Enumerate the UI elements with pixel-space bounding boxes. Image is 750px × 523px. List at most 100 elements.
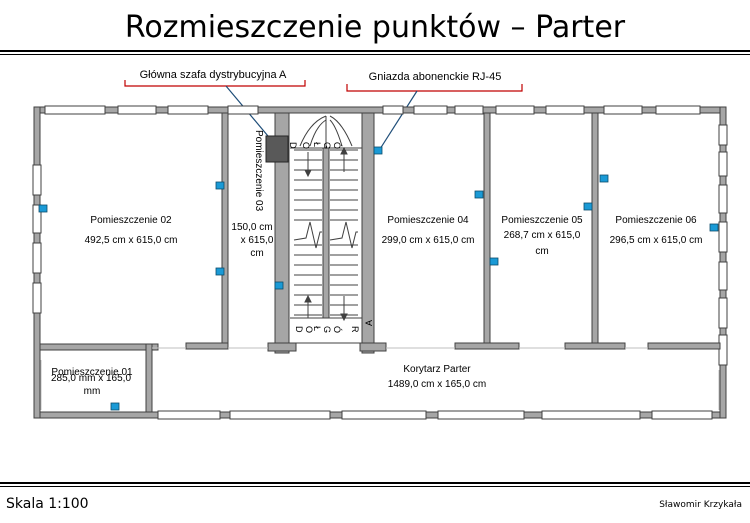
callout-rj45-pointer xyxy=(379,90,418,150)
stair-break-lines xyxy=(293,221,358,249)
room03-name: Pomieszczenie 03 xyxy=(253,130,264,212)
stair-letter: D xyxy=(294,326,304,333)
doors xyxy=(40,347,720,410)
wall-stair-west-foot xyxy=(267,342,297,352)
window xyxy=(117,105,157,115)
stair-letter: O xyxy=(301,142,311,149)
window xyxy=(413,105,448,115)
room03-dims-line3: cm xyxy=(250,248,263,259)
rj45-outlet xyxy=(38,204,48,213)
window xyxy=(341,410,427,420)
windows-sides xyxy=(32,124,728,366)
window xyxy=(44,105,106,115)
wall-room06-foot xyxy=(647,342,721,350)
window xyxy=(718,124,728,146)
wall-room05-east xyxy=(591,112,599,348)
callout-cabinet-label: Główna szafa dystrybucyjna A xyxy=(140,69,287,81)
windows-bottom xyxy=(157,410,713,420)
stair-letter: Ó xyxy=(332,326,342,333)
window xyxy=(32,204,42,234)
wall-room02-east xyxy=(221,112,229,348)
scale-label: Skala 1:100 xyxy=(6,496,89,512)
window xyxy=(651,410,713,420)
room06-name: Pomieszczenie 06 xyxy=(615,215,697,226)
wall-room04-foot xyxy=(454,342,520,350)
room05-dims-line2: cm xyxy=(535,246,548,257)
wall-stair-east xyxy=(361,112,375,354)
room05-dims-line1: 268,7 cm x 615,0 xyxy=(504,230,581,241)
window xyxy=(718,184,728,214)
stair-landing-curves xyxy=(299,115,353,148)
window xyxy=(454,105,484,115)
stair-letter: G xyxy=(322,326,332,333)
rj45-outlet xyxy=(110,402,120,411)
rj45-outlet xyxy=(215,181,225,190)
room01-dims-line2: mm xyxy=(84,386,101,397)
callout-rj45 xyxy=(346,84,523,150)
window xyxy=(718,151,728,177)
wall-stair-east-foot xyxy=(359,342,387,352)
rj45-outlet xyxy=(215,267,225,276)
window xyxy=(157,410,221,420)
bottom-rule-thin xyxy=(0,486,750,487)
distribution-cabinet xyxy=(265,135,289,163)
rj45-outlet xyxy=(599,174,609,183)
stair-letters-top: D O Ł G Ó xyxy=(288,142,342,149)
inner-walls xyxy=(39,112,721,413)
room-labels: Pomieszczenie 02 492,5 cm x 615,0 cm Pom… xyxy=(51,130,702,397)
corridor-dims: 1489,0 cm x 165,0 cm xyxy=(388,379,486,390)
wall-room04-east xyxy=(483,112,491,348)
rj45-outlet xyxy=(373,146,383,155)
window xyxy=(495,105,535,115)
window xyxy=(437,410,525,420)
room04-name: Pomieszczenie 04 xyxy=(387,215,469,226)
window xyxy=(718,221,728,253)
callout-rj45-bracket xyxy=(346,84,523,92)
stair-letter: R xyxy=(350,326,360,333)
window xyxy=(718,297,728,329)
stair-letter: Ł xyxy=(312,326,322,331)
room01-dims-line1: 285,0 mm x 165,0 xyxy=(51,373,131,384)
rj45-outlet xyxy=(583,202,593,211)
rj45-outlet xyxy=(489,257,499,266)
window xyxy=(167,105,209,115)
top-rule-thin xyxy=(0,54,750,55)
room03-dims-line2: x 615,0 xyxy=(241,235,274,246)
window xyxy=(541,410,641,420)
wall-room05-foot xyxy=(564,342,626,350)
stair-letter: Ł xyxy=(312,142,322,147)
rj45-outlets xyxy=(38,146,719,411)
window xyxy=(32,164,42,196)
top-rule xyxy=(0,50,750,52)
callout-cabinet-bracket xyxy=(124,80,306,87)
page-title: Rozmieszczenie punktów – Parter xyxy=(124,10,626,45)
windows-top xyxy=(44,105,701,115)
window xyxy=(32,242,42,274)
room02-dims: 492,5 cm x 615,0 cm xyxy=(85,235,178,246)
window xyxy=(32,282,42,314)
window xyxy=(227,105,259,115)
window xyxy=(718,334,728,366)
stair-letter: Ó xyxy=(332,142,342,149)
window xyxy=(655,105,701,115)
wall-room01-east xyxy=(145,343,153,413)
room03-dims-line1: 150,0 cm xyxy=(231,222,272,233)
rj45-outlet xyxy=(474,190,484,199)
rj45-outlet xyxy=(709,223,719,232)
stair-letters-bottom: D O Ł G Ó R A xyxy=(294,320,374,333)
window xyxy=(718,261,728,291)
stair-direction-arrows xyxy=(304,146,348,322)
rj45-outlet xyxy=(274,281,284,290)
room06-dims: 296,5 cm x 615,0 cm xyxy=(610,235,703,246)
room05-name: Pomieszczenie 05 xyxy=(501,215,583,226)
wall-room02-east-foot xyxy=(185,342,229,350)
room01-name: Pomieszczenie 01 xyxy=(51,367,133,378)
bottom-rule xyxy=(0,482,750,484)
corridor-name: Korytarz Parter xyxy=(403,364,471,375)
window xyxy=(603,105,643,115)
room02-name: Pomieszczenie 02 xyxy=(90,215,172,226)
stair-letter: G xyxy=(322,142,332,149)
window xyxy=(545,105,585,115)
window xyxy=(382,105,404,115)
